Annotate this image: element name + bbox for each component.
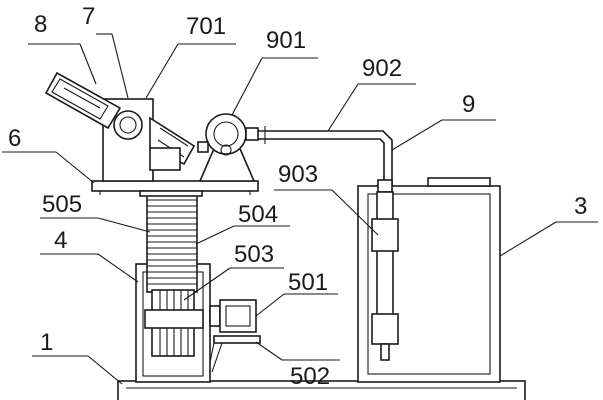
label-7: 7 — [82, 3, 95, 30]
callouts: 8 7 701 901 902 9 6 903 3 505 504 4 503 … — [8, 3, 587, 390]
water-pipe — [258, 126, 393, 186]
label-501: 501 — [288, 269, 328, 296]
label-6: 6 — [8, 125, 21, 152]
label-504: 504 — [238, 201, 278, 228]
suction-filter — [371, 191, 399, 361]
drive-motor — [209, 299, 257, 333]
top-platform — [91, 180, 259, 197]
motor-bracket — [209, 335, 261, 373]
tool-head — [44, 71, 196, 171]
label-505: 505 — [42, 191, 82, 218]
screw-column — [146, 193, 198, 293]
label-4: 4 — [54, 227, 67, 254]
drive-gear — [144, 289, 204, 357]
label-502: 502 — [290, 363, 330, 390]
leader-lines — [2, 33, 598, 385]
screw-threads — [147, 199, 197, 285]
base-plate — [117, 380, 526, 400]
label-503: 503 — [234, 241, 274, 268]
label-3: 3 — [574, 193, 587, 220]
label-8: 8 — [34, 11, 47, 38]
label-1: 1 — [40, 329, 53, 356]
label-901: 901 — [266, 27, 306, 54]
label-9: 9 — [462, 91, 475, 118]
label-902: 902 — [362, 55, 402, 82]
pump-unit — [197, 113, 259, 182]
label-701: 701 — [186, 13, 226, 40]
label-903: 903 — [278, 161, 318, 188]
